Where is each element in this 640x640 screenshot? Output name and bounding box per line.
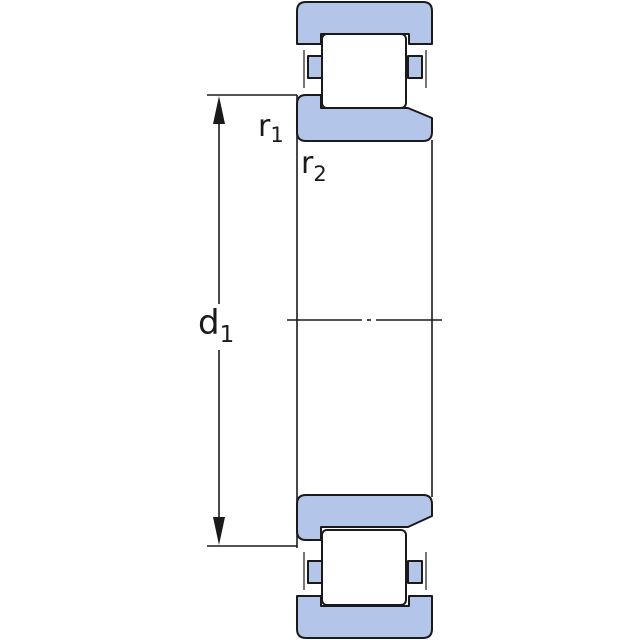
cage-bottom-left bbox=[307, 560, 323, 584]
bottom-section bbox=[296, 494, 433, 639]
label-d1: d1 bbox=[198, 303, 234, 348]
cage-top-left bbox=[307, 55, 323, 79]
top-section bbox=[296, 1, 433, 142]
label-r1: r1 bbox=[258, 109, 284, 147]
arrowhead-top bbox=[213, 96, 225, 124]
inner-ring-bottom bbox=[296, 494, 433, 541]
cage-top-right bbox=[407, 55, 423, 79]
inner-ring-top bbox=[296, 94, 433, 142]
cage-bottom-right bbox=[407, 560, 423, 584]
roller-bottom bbox=[321, 529, 407, 606]
dimension-d1 bbox=[207, 94, 297, 547]
label-r2: r2 bbox=[301, 146, 327, 186]
bearing-body bbox=[296, 95, 433, 548]
roller-top bbox=[321, 33, 407, 109]
arrowhead-bottom bbox=[213, 517, 225, 545]
outer-ring-bottom bbox=[296, 595, 433, 639]
